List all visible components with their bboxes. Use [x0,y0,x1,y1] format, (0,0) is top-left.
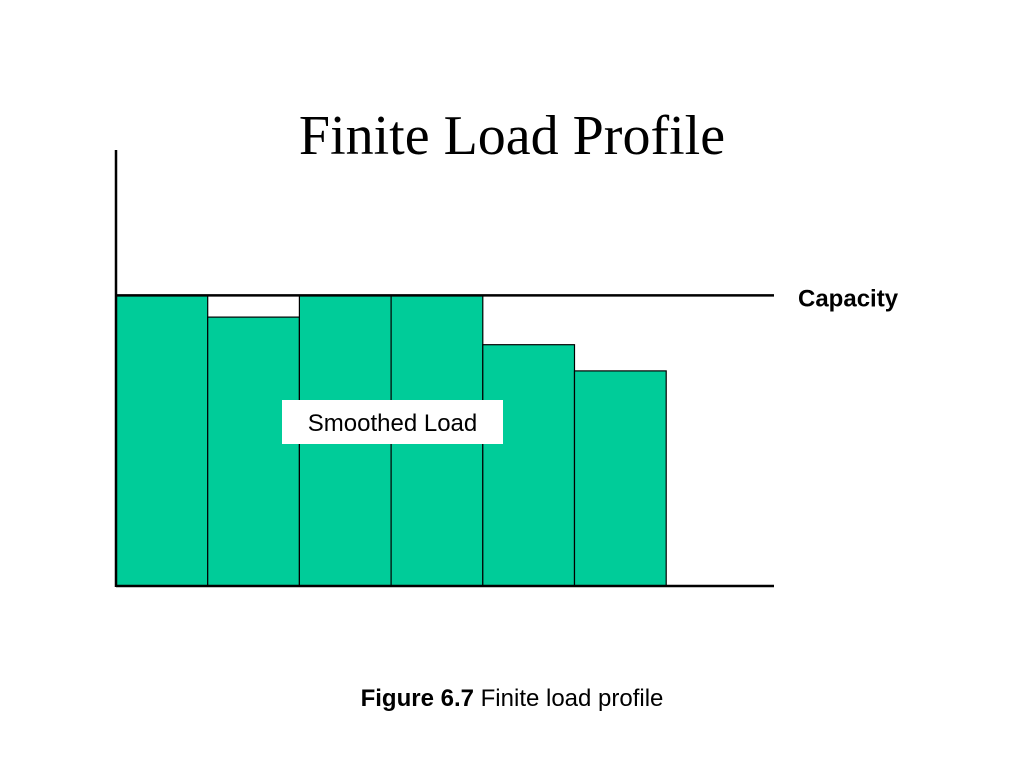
load-bar-1 [115,294,209,587]
slide-title: Finite Load Profile [298,105,726,167]
capacity-label: Capacity [798,285,899,312]
annotation-box [282,400,503,444]
load-bar-2 [207,316,300,587]
figure-caption-text: Finite load profile [480,685,664,712]
load-bar-6 [573,370,667,587]
annotation-text: Smoothed Load [308,410,477,437]
figure-number: Figure 6.7 [360,685,474,712]
load-bar-5 [482,344,576,587]
smoothed-load-annotation: Smoothed Load [282,400,503,444]
figure-caption: Figure 6.7 Finite load profile [0,684,1024,714]
